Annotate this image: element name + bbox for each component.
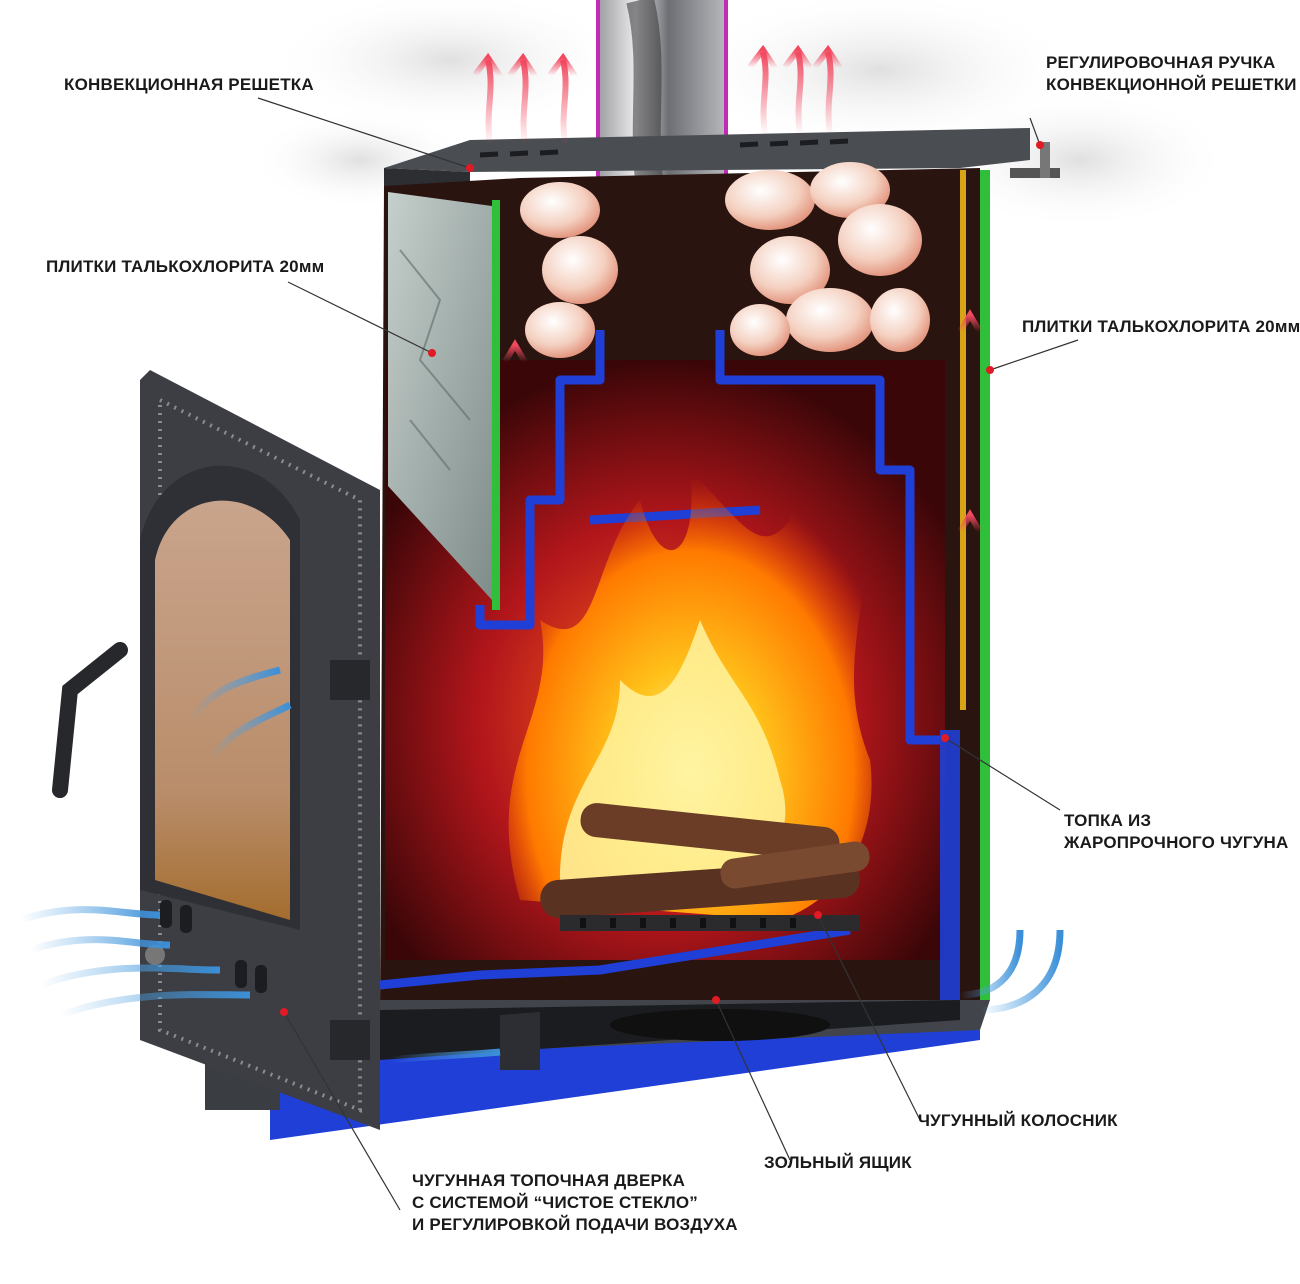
label-ash-box: ЗОЛЬНЫЙ ЯЩИК (764, 1152, 912, 1174)
label-grate: ЧУГУННЫЙ КОЛОСНИК (918, 1110, 1118, 1132)
label-text: ПЛИТКИ ТАЛЬКОХЛОРИТА 20мм (46, 257, 325, 276)
grate-adjust-handle (1010, 142, 1060, 178)
hot-air-arrows (472, 44, 983, 620)
cast-iron-grate (560, 915, 860, 931)
label-text: ЧУГУННЫЙ КОЛОСНИК (918, 1111, 1118, 1130)
label-firebox: ТОПКА ИЗ ЖАРОПРОЧНОГО ЧУГУНА (1064, 810, 1288, 854)
callout-leaders (257, 97, 1079, 1211)
callout-dots (280, 141, 1044, 1016)
label-text: ЗОЛЬНЫЙ ЯЩИК (764, 1153, 912, 1172)
burning-logs (540, 803, 870, 918)
label-convection-grate: КОНВЕКЦИОННАЯ РЕШЕТКА (64, 74, 314, 96)
firebox-outline (379, 330, 940, 990)
label-adjust-handle: РЕГУЛИРОВОЧНАЯ РУЧКА КОНВЕКЦИОННОЙ РЕШЕТ… (1046, 52, 1297, 96)
label-text: ЖАРОПРОЧНОГО ЧУГУНА (1064, 833, 1289, 852)
cast-iron-door (52, 370, 380, 1130)
label-text: ЧУГУННАЯ ТОПОЧНАЯ ДВЕРКА (412, 1171, 686, 1190)
label-text: КОНВЕКЦИОННОЙ РЕШЕТКИ (1046, 75, 1297, 94)
sauna-stones (520, 162, 930, 358)
label-door: ЧУГУННАЯ ТОПОЧНАЯ ДВЕРКА С СИСТЕМОЙ “ЧИС… (412, 1170, 738, 1236)
cold-air-arrows (18, 666, 1064, 1064)
label-text: ТОПКА ИЗ (1064, 811, 1152, 830)
soapstone-tiles-left (388, 192, 492, 600)
label-text: КОНВЕКЦИОННАЯ РЕШЕТКА (64, 75, 314, 94)
soapstone-tiles-right (980, 170, 990, 1000)
label-text: РЕГУЛИРОВОЧНАЯ РУЧКА (1046, 53, 1276, 72)
steam-cloud (250, 0, 1230, 230)
label-talc-tiles-right: ПЛИТКИ ТАЛЬКОХЛОРИТА 20мм (1022, 316, 1300, 338)
ash-box (380, 1000, 960, 1070)
label-text: С СИСТЕМОЙ “ЧИСТОЕ СТЕКЛО” (412, 1193, 698, 1212)
label-text: И РЕГУЛИРОВКОЙ ПОДАЧИ ВОЗДУХА (412, 1215, 738, 1234)
label-text: ПЛИТКИ ТАЛЬКОХЛОРИТА 20мм (1022, 317, 1300, 336)
label-talc-tiles-left: ПЛИТКИ ТАЛЬКОХЛОРИТА 20мм (46, 256, 324, 278)
convection-grate (384, 128, 1030, 190)
